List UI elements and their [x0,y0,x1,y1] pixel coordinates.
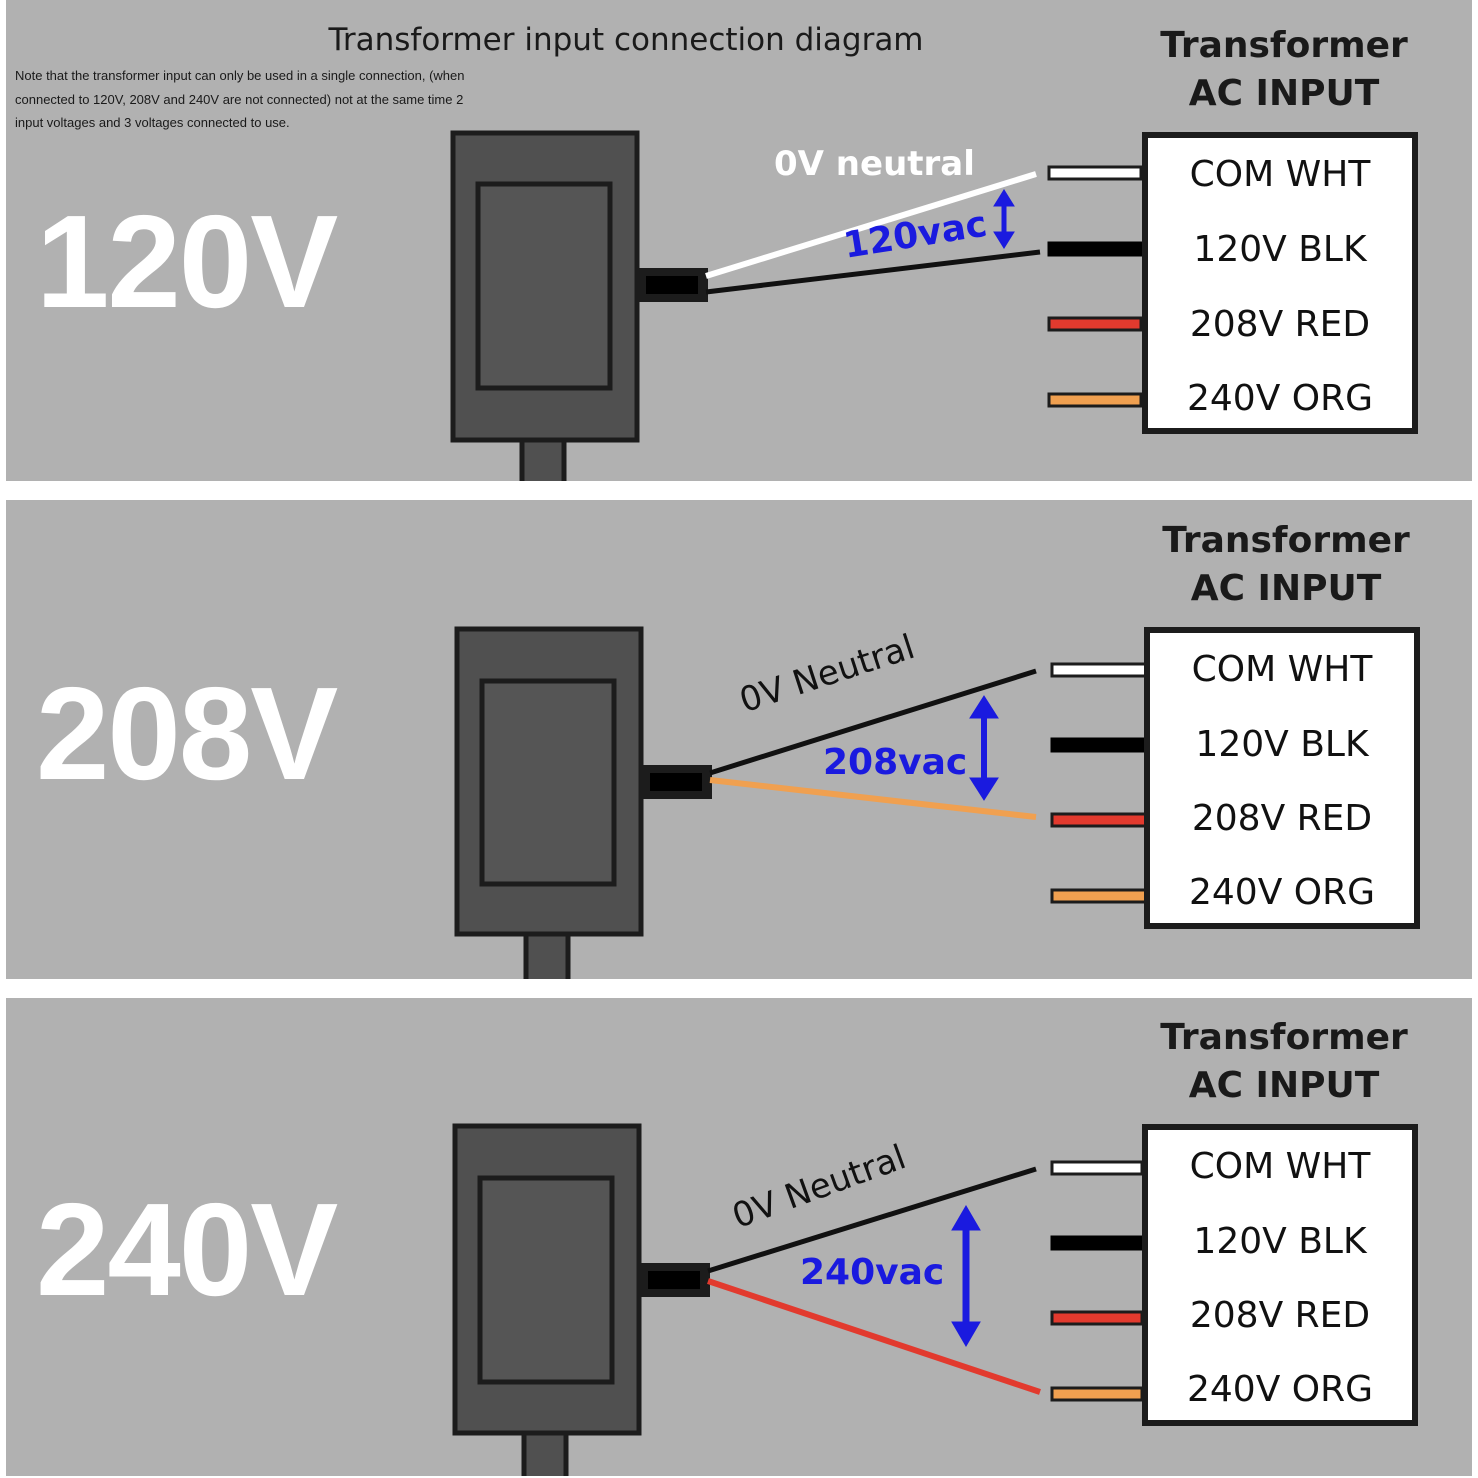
terminal-red [1050,1310,1144,1326]
power-cord [521,1430,569,1476]
voltage-label: 240V [36,1176,338,1323]
vac-label: 208vac [823,742,968,783]
black-wire [709,668,1037,776]
double-arrow-icon [951,1205,981,1347]
black-wire [707,1166,1037,1274]
usage-note: Note that the transformer input can only… [15,64,495,135]
power-cord [523,931,571,979]
voltage-label: 120V [36,188,338,335]
terminal-red [1047,316,1143,332]
terminal-label-208v: 208V RED [1189,1295,1371,1336]
terminal-box: COM WHT 120V BLK 208V RED 240V ORG [1144,627,1420,929]
terminal-label-com: COM WHT [1191,649,1373,690]
terminal-box: COM WHT 120V BLK 208V RED 240V ORG [1142,132,1418,434]
black-wire [705,249,1041,295]
note-line: input voltages and 3 voltages connected … [15,115,290,130]
note-line: connected to 120V, 208V and 240V are not… [15,91,464,107]
transformer-window [477,1175,615,1385]
diagram-title: Transformer input connection diagram [328,22,924,58]
note-line: Note that the transformer input can only… [15,68,465,83]
terminal-black [1050,1235,1144,1251]
terminal-label-com: COM WHT [1189,154,1371,195]
orange-wire [709,777,1037,820]
terminal-label-120v: 120V BLK [1195,724,1369,765]
wiring-diagram-240v [452,1123,1144,1476]
input-title-line1: Transformer [1162,520,1410,561]
terminal-label-240v: 240V ORG [1186,1369,1374,1410]
input-title: Transformer AC INPUT [1134,22,1434,118]
terminal-white [1050,1160,1144,1176]
vac-label: 240vac [800,1252,945,1293]
input-title: Transformer AC INPUT [1136,517,1436,613]
transformer-window [475,181,613,391]
terminal-label-208v: 208V RED [1189,304,1371,345]
white-wire [705,171,1037,279]
terminal-black [1047,241,1143,257]
terminal-label-208v: 208V RED [1191,798,1373,839]
input-title-line2: AC INPUT [1188,1065,1380,1106]
neutral-label: 0V neutral [774,144,975,184]
voltage-label: 208V [36,660,338,807]
panel-120v: Transformer input connection diagram Not… [6,0,1472,481]
panel-240v: 240V Transformer AC INPUT COM WHT 120V B… [6,998,1472,1476]
wiring-diagram-120v [450,130,1143,481]
red-wire [707,1278,1041,1395]
terminal-label-120v: 120V BLK [1193,1221,1367,1262]
terminal-label-com: COM WHT [1189,1146,1371,1187]
input-title-line1: Transformer [1160,1017,1408,1058]
power-cord [519,437,567,481]
input-title-line1: Transformer [1160,25,1408,66]
panel-208v: 208V Transformer AC INPUT COM WHT 120V B… [6,500,1472,979]
transformer-window [479,678,617,887]
wiring-diagram-208v [454,626,1170,979]
terminal-orange [1047,392,1143,408]
terminal-white [1047,165,1143,181]
double-arrow-icon [993,189,1015,249]
terminal-label-240v: 240V ORG [1186,378,1374,419]
input-title: Transformer AC INPUT [1134,1014,1434,1110]
input-title-line2: AC INPUT [1188,73,1380,114]
terminal-label-120v: 120V BLK [1193,229,1367,270]
double-arrow-icon [969,695,999,801]
input-title-line2: AC INPUT [1190,568,1382,609]
terminal-orange [1050,1386,1144,1402]
terminal-box: COM WHT 120V BLK 208V RED 240V ORG [1142,1124,1418,1426]
terminal-label-240v: 240V ORG [1188,872,1376,913]
